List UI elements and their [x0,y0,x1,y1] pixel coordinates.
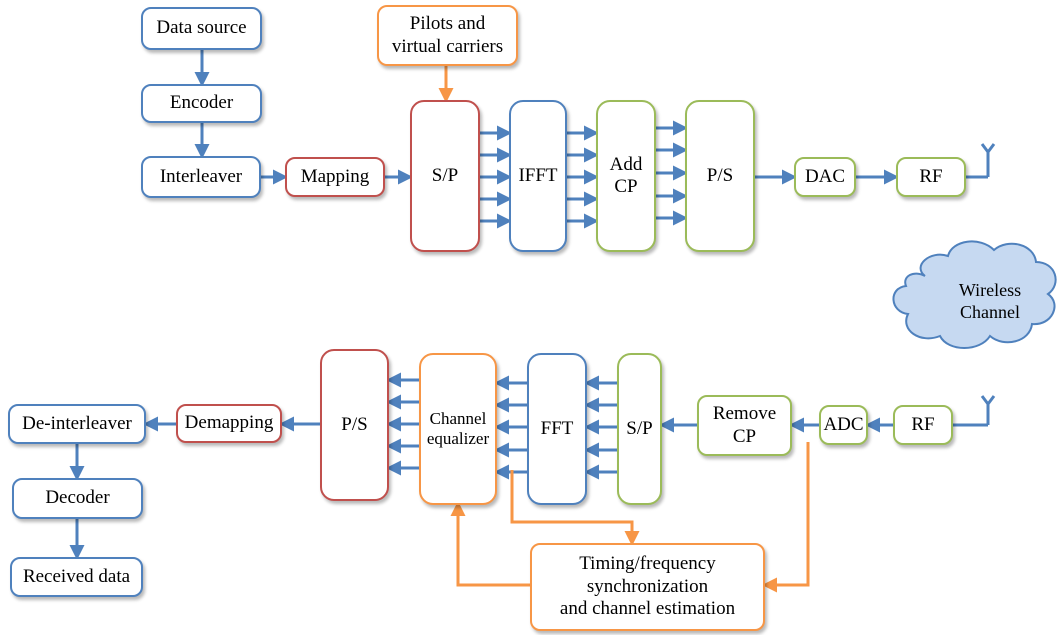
antenna-icon [980,395,996,425]
adc-label: ADC [823,413,864,435]
channel-equalizer-box: Channel equalizer [419,353,497,505]
tx-sp-label: S/P [431,164,459,186]
tx-sp-box: S/P [410,100,480,252]
received-data-box: Received data [10,557,143,597]
add-cp-box: Add CP [596,100,656,252]
rx-ps-box: P/S [320,349,389,501]
interleaver-label: Interleaver [159,165,243,187]
adc-box: ADC [819,405,868,445]
sync-estimation-box: Timing/frequency synchronization and cha… [530,543,765,631]
rx-rf-box: RF [893,405,953,445]
demapping-label: Demapping [184,412,274,434]
pilots-label: Pilots and virtual carriers [391,13,504,57]
tx-rf-box: RF [896,157,966,197]
antenna-icon [980,143,996,177]
dac-label: DAC [804,165,846,187]
deinterleaver-label: De-interleaver [22,412,132,434]
decoder-label: Decoder [45,487,110,509]
sync-estimation-label: Timing/frequency synchronization and cha… [559,553,736,620]
data-source-box: Data source [141,7,262,50]
encoder-box: Encoder [141,84,262,123]
mapping-label: Mapping [300,165,370,187]
remove-cp-label: Remove CP [712,403,777,447]
data-source-label: Data source [156,17,247,39]
tx-rf-label: RF [919,165,943,187]
tx-connectors [194,50,988,229]
decoder-box: Decoder [12,478,143,519]
channel-equalizer-label: Channel equalizer [426,408,490,448]
wireless-channel-label: Wireless Channel [958,280,1022,322]
demapping-box: Demapping [176,404,282,443]
remove-cp-box: Remove CP [697,395,792,456]
ifft-box: IFFT [509,100,567,252]
rx-rf-label: RF [911,413,935,435]
tx-ps-box: P/S [685,100,755,252]
rx-sp-box: S/P [617,353,662,505]
rx-ps-label: P/S [341,413,368,435]
ifft-label: IFFT [518,164,558,186]
dac-box: DAC [794,157,856,197]
deinterleaver-box: De-interleaver [8,404,146,444]
rx-connectors [69,372,988,560]
interleaver-box: Interleaver [141,156,261,198]
sync-connectors [450,442,810,593]
add-cp-label: Add CP [609,153,643,197]
fft-label: FFT [540,417,574,439]
tx-ps-label: P/S [706,164,734,186]
mapping-box: Mapping [285,157,385,197]
encoder-label: Encoder [169,92,234,114]
pilots-box: Pilots and virtual carriers [377,5,518,66]
rx-sp-label: S/P [626,417,653,439]
received-data-label: Received data [22,565,131,587]
fft-box: FFT [527,353,587,505]
cloud-icon [892,240,1057,349]
